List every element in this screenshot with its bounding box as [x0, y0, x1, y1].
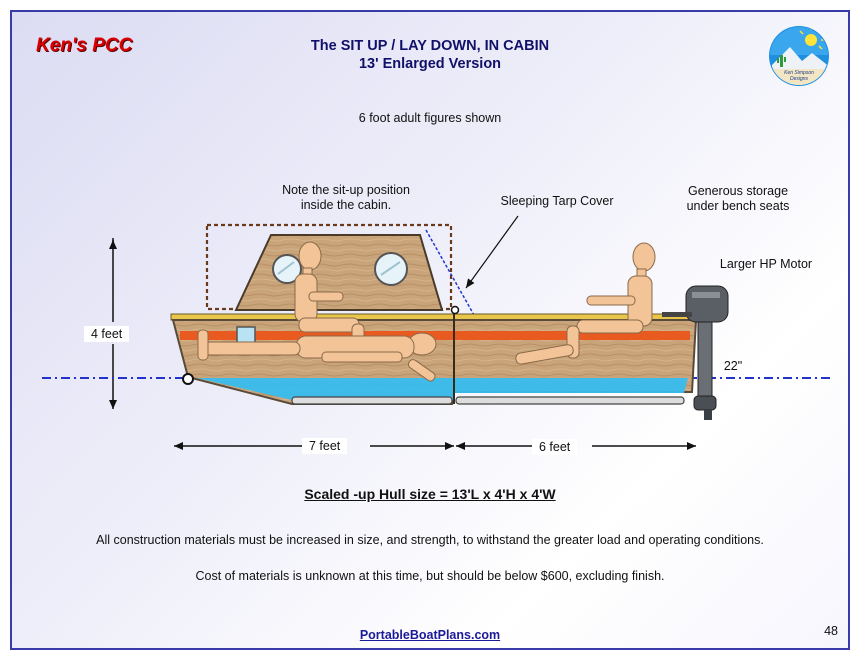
figures-note: 6 foot adult figures shown	[358, 111, 502, 125]
tarp-label: Sleeping Tarp Cover	[500, 194, 614, 208]
cost-note: Cost of materials is unknown at this tim…	[195, 569, 665, 583]
motor-label: Larger HP Motor	[719, 257, 813, 271]
storage-note: Generous storage under bench seats	[668, 184, 808, 214]
logo-text-2: Designs	[790, 76, 809, 82]
boat-diagram	[42, 215, 834, 450]
storage-note-line1: Generous storage	[687, 184, 789, 198]
page-subtitle: 13' Enlarged Version	[358, 56, 502, 72]
materials-note: All construction materials must be incre…	[96, 533, 764, 547]
storage-note-line2: under bench seats	[686, 199, 790, 213]
brand-title: Ken's PCC	[36, 35, 133, 56]
shaft-length-label: 22"	[723, 359, 743, 373]
bow-ring-icon	[182, 373, 194, 385]
mannequin-figure-sitting-cabin	[294, 241, 365, 355]
deck-length-label: 6 feet	[532, 439, 578, 455]
cabin-length-label: 7 feet	[302, 438, 348, 454]
page-number: 48	[824, 624, 838, 638]
mannequin-figure-lying	[197, 329, 437, 382]
logo-text-1: Ken Simpson	[784, 70, 814, 76]
hull-size: Scaled -up Hull size = 13'L x 4'H x 4'W	[304, 486, 556, 502]
sun-mountain-cactus-logo: Ken Simpson Designs	[768, 25, 830, 87]
height-dimension-label: 4 feet	[84, 326, 130, 342]
page-title: The SIT UP / LAY DOWN, IN CABIN	[310, 38, 550, 54]
situp-note-line2: inside the cabin.	[300, 198, 392, 212]
situp-note: Note the sit-up position inside the cabi…	[266, 183, 426, 213]
website-link[interactable]: PortableBoatPlans.com	[359, 628, 501, 642]
situp-note-line1: Note the sit-up position	[282, 183, 410, 197]
hull-stripe	[180, 331, 690, 340]
outboard-motor-icon	[662, 285, 729, 420]
mannequin-figure-sitting-stern	[515, 242, 656, 365]
slide: Ken's PCC The SIT UP / LAY DOWN, IN CABI…	[10, 10, 850, 650]
